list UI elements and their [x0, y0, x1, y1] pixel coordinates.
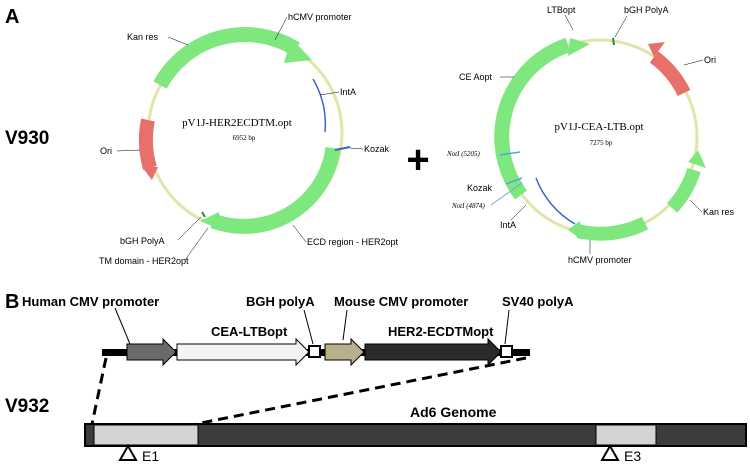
sv40-polya-box: [500, 345, 513, 358]
mouse-cmv-label: Mouse CMV promoter: [334, 294, 468, 309]
sv40-polya-label: SV40 polyA: [502, 294, 574, 309]
plasmid-1-bgh-tick: [201, 211, 206, 218]
mouse-cmv-arrow: [324, 337, 365, 367]
cea-ltb-arrow: [176, 337, 310, 367]
plasmid-map-1: pV1J-HER2ECDTM.opt 6952 bp hCMV promoter…: [99, 12, 399, 266]
her2-arrow: [364, 337, 502, 367]
plasmid-2-inta-line: [535, 177, 576, 225]
e1-region: [93, 424, 199, 446]
plasmid-1-inta-line: [312, 78, 327, 133]
plasmid-2-kozak-label: Kozak: [467, 183, 493, 193]
plasmid-2-ori-arc: [649, 51, 691, 97]
mouse-cmv-leader: [342, 309, 348, 341]
plasmid-2-kan-label: Kan res: [703, 207, 735, 217]
plus-sign: +: [406, 138, 429, 182]
plasmid-2-ori-label: Ori: [704, 55, 716, 65]
plasmid-2-not1b-label: NotI (4874): [451, 202, 486, 210]
human-cmv-leader: [114, 307, 131, 345]
plasmid-1-ecd-label: ECD region - HER2opt: [307, 237, 399, 247]
human-cmv-label: Human CMV promoter: [22, 294, 159, 309]
her2-label: HER2-ECDTMopt: [388, 324, 494, 339]
plasmid-2-not1a-label: NotI (5205): [446, 150, 481, 158]
plasmid-2-cea-arrowhead: [568, 38, 590, 56]
plasmid-1-ori-label: Ori: [100, 146, 112, 156]
bgh-polya-leader: [303, 309, 314, 345]
plasmid-1-bgh-leader: [177, 216, 202, 241]
bgh-polya-box: [308, 345, 321, 358]
panel-a-letter: A: [5, 6, 19, 28]
plasmid-1-inta-leader: [319, 91, 340, 96]
plasmid-2-hcmv-arrowhead: [568, 221, 582, 240]
plasmid-1-hcmv-arrowhead: [284, 38, 312, 63]
plasmid-2-ori-arrowhead: [648, 42, 665, 57]
plasmid-1-hcmv-arc: [153, 27, 300, 89]
plasmid-1-ecd-arc: [210, 146, 341, 234]
plasmid-1-hcmv-label: hCMV promoter: [288, 12, 352, 22]
bgh-polya-label: BGH polyA: [246, 294, 315, 309]
plasmid-2-ltb-label: LTBopt: [547, 5, 576, 15]
plasmid-1-kozak-label: Kozak: [364, 144, 390, 154]
plasmid-2-bgh-tick: [612, 37, 615, 46]
plasmid-2-hcmv-arc: [576, 216, 649, 241]
plasmid-1-ecd-leader: [292, 224, 307, 243]
plasmid-2-ltb-leader: [564, 14, 574, 31]
plasmid-2-kozak-tick: [505, 177, 523, 185]
plasmid-2-kan-arrowhead: [688, 150, 706, 168]
plasmid-2-name: pV1J-CEA-LTB.opt: [554, 121, 643, 133]
sv40-polya-leader: [504, 309, 510, 345]
plasmid-1-tm-label: TM domain - HER2opt: [99, 256, 189, 266]
e3-label: E3: [624, 448, 641, 464]
plasmid-1-kozak-leader: [349, 147, 364, 150]
ad6-genome-label: Ad6 Genome: [410, 404, 497, 420]
plasmid-2-inta-label: IntA: [500, 220, 516, 230]
plasmid-1-size: 6952 bp: [233, 134, 256, 142]
e1-label: E1: [142, 448, 159, 464]
plasmid-1-kan-leader: [167, 36, 189, 46]
plasmid-map-2: pV1J-CEA-LTB.opt 7275 bp LTBopt bGH Poly…: [446, 5, 735, 265]
v930-label: V930: [5, 128, 49, 149]
plasmid-2-size: 7275 bp: [590, 139, 613, 147]
plasmid-2-not1b-leader: [490, 182, 523, 206]
plasmid-1-inta-label: IntA: [340, 87, 356, 97]
panel-b-letter: B: [5, 291, 19, 313]
plasmid-1-ecd-arrowhead: [200, 212, 221, 230]
plasmid-1-hcmv-leader: [274, 16, 288, 41]
plasmid-2-cea-arc: [494, 37, 571, 200]
v932-label: V932: [5, 396, 49, 417]
human-cmv-arrow: [126, 337, 177, 367]
plasmid-2-ori-leader: [683, 59, 704, 66]
plasmid-2-bgh-label: bGH PolyA: [624, 5, 669, 15]
plasmid-2-hcmv-label: hCMV promoter: [568, 255, 632, 265]
plasmid-2-inta-leader: [510, 204, 527, 221]
cea-ltb-label: CEA-LTBopt: [211, 324, 288, 339]
e1-deletion-triangle: [118, 443, 138, 461]
plasmid-1-kan-label: Kan res: [127, 32, 159, 42]
plasmid-1-ori-arrowhead: [142, 167, 158, 180]
plasmid-2-kan-arc: [666, 167, 701, 213]
dashed-line-left: [90, 357, 108, 425]
plasmid-2-kan-leader: [689, 199, 703, 213]
e3-deletion-triangle: [600, 443, 620, 461]
plasmid-2-cea-label: CE Aopt: [459, 72, 493, 82]
plasmid-1-kozak-tick: [334, 146, 351, 151]
e3-region: [595, 424, 657, 446]
plasmid-1-bgh-label: bGH PolyA: [120, 236, 165, 246]
plasmid-1-ori-arc: [138, 118, 157, 171]
plasmid-2-bgh-leader: [614, 15, 628, 38]
dashed-line-right: [195, 356, 527, 426]
ad6-genome-bar: [84, 423, 747, 447]
plasmid-2-not1a-tick: [499, 151, 521, 156]
plasmid-1-tm-leader: [184, 227, 209, 261]
plasmid-1-ori-leader: [116, 149, 141, 152]
plasmid-1-name: pV1J-HER2ECDTM.opt: [182, 117, 292, 129]
